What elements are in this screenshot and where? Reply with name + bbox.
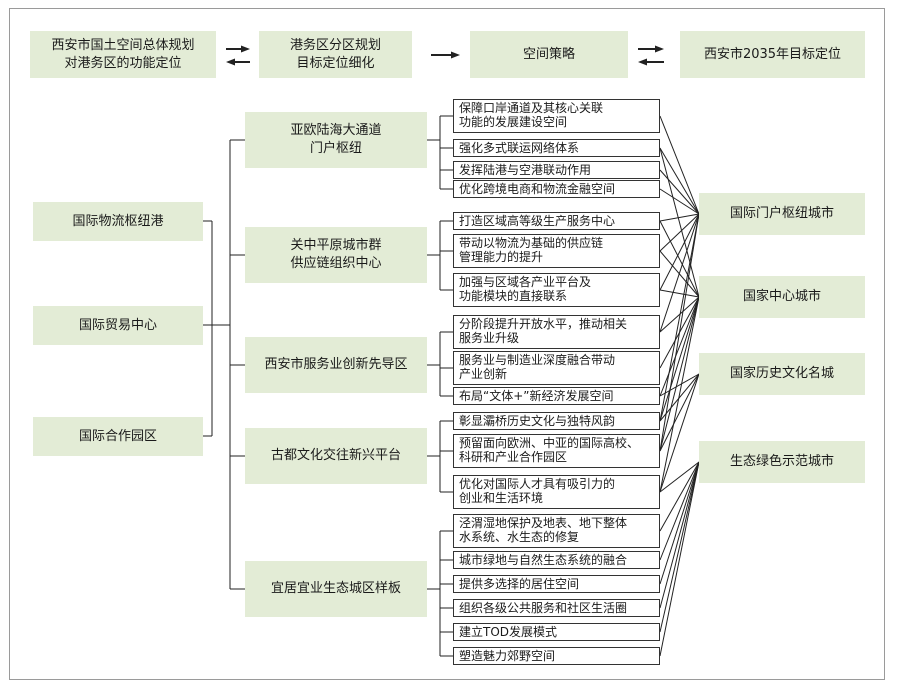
strategy-item-opening-up: 分阶段提升开放水平，推动相关 服务业升级 bbox=[453, 315, 660, 349]
target-eco-city: 生态绿色示范城市 bbox=[699, 441, 865, 483]
strategy-item-port-space: 保障口岸通道及其核心关联 功能的发展建设空间 bbox=[453, 99, 660, 133]
strategy-item-production-services: 打造区域高等级生产服务中心 bbox=[453, 212, 660, 230]
strategy-item-industry-integration: 服务业与制造业深度融合带动 产业创新 bbox=[453, 351, 660, 385]
target-historic-city: 国家历史文化名城 bbox=[699, 353, 865, 395]
strategy-item-supply-chain: 带动以物流为基础的供应链 管理能力的提升 bbox=[453, 234, 660, 268]
strategy-item-tod-model: 建立TOD发展模式 bbox=[453, 623, 660, 641]
theme-supply-chain-center: 关中平原城市群 供应链组织中心 bbox=[245, 227, 427, 283]
positioning-trade-center: 国际贸易中心 bbox=[33, 306, 203, 345]
theme-gateway-hub: 亚欧陆海大通道 门户枢纽 bbox=[245, 112, 427, 168]
strategy-item-multimodal: 强化多式联运网络体系 bbox=[453, 139, 660, 157]
target-gateway-city: 国际门户枢纽城市 bbox=[699, 193, 865, 235]
strategy-item-wetland-restoration: 泾渭湿地保护及地表、地下整体 水系统、水生态的修复 bbox=[453, 514, 660, 548]
target-national-central-city: 国家中心城市 bbox=[699, 276, 865, 318]
strategy-item-talent-environment: 优化对国际人才具有吸引力的 创业和生活环境 bbox=[453, 475, 660, 509]
theme-culture-platform: 古都文化交往新兴平台 bbox=[245, 428, 427, 484]
strategy-item-public-services: 组织各级公共服务和社区生活圈 bbox=[453, 599, 660, 617]
flow-box-district-plan: 港务区分区规划 目标定位细化 bbox=[259, 31, 412, 78]
flow-box-spatial-strategy: 空间策略 bbox=[470, 31, 628, 78]
flow-box-2035-target: 西安市2035年目标定位 bbox=[680, 31, 865, 78]
positioning-logistics-hub: 国际物流枢纽港 bbox=[33, 202, 203, 241]
strategy-item-housing-choice: 提供多选择的居住空间 bbox=[453, 575, 660, 593]
flow-box-city-plan: 西安市国土空间总体规划 对港务区的功能定位 bbox=[30, 31, 216, 78]
strategy-item-countryside-space: 塑造魅力郊野空间 bbox=[453, 647, 660, 665]
strategy-item-international-campus: 预留面向欧洲、中亚的国际高校、 科研和产业合作园区 bbox=[453, 434, 660, 468]
strategy-item-land-air-port: 发挥陆港与空港联动作用 bbox=[453, 161, 660, 179]
strategy-item-baqiao-heritage: 彰显灞桥历史文化与独特风韵 bbox=[453, 412, 660, 430]
theme-service-innovation: 西安市服务业创新先导区 bbox=[245, 337, 427, 393]
theme-eco-district: 宜居宜业生态城区样板 bbox=[245, 561, 427, 617]
strategy-item-regional-platforms: 加强与区域各产业平台及 功能模块的直接联系 bbox=[453, 273, 660, 307]
strategy-item-culture-sports-economy: 布局“文体+”新经济发展空间 bbox=[453, 387, 660, 405]
strategy-item-ecommerce-finance: 优化跨境电商和物流金融空间 bbox=[453, 180, 660, 198]
positioning-cooperation-park: 国际合作园区 bbox=[33, 417, 203, 456]
strategy-item-green-integration: 城市绿地与自然生态系统的融合 bbox=[453, 551, 660, 569]
diagram-frame bbox=[9, 8, 885, 680]
